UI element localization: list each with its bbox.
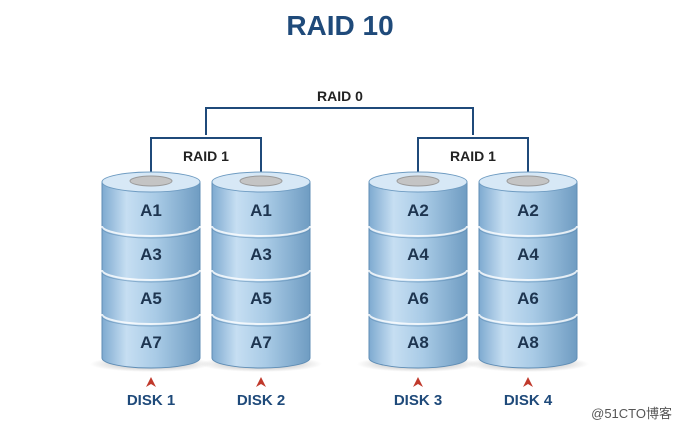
disk-hub — [396, 175, 440, 187]
segment-divider-shade — [368, 227, 468, 239]
disk-body — [478, 181, 578, 369]
block-label: A2 — [517, 201, 539, 220]
raid0-label-bg — [302, 86, 378, 106]
segment-divider — [211, 269, 311, 281]
segment-divider — [368, 313, 468, 325]
segment-divider-shade — [101, 315, 201, 327]
block-label: A5 — [250, 289, 272, 308]
raid1-left-label-bg — [170, 146, 242, 166]
block-label: A1 — [140, 201, 162, 220]
segment-divider — [101, 313, 201, 325]
segment-divider-shade — [211, 271, 311, 283]
block-label: A3 — [140, 245, 162, 264]
disk-hub — [129, 175, 173, 187]
block-label: A4 — [517, 245, 539, 264]
block-label: A1 — [250, 201, 272, 220]
block-label: A6 — [517, 289, 539, 308]
disk-label: DISK 2 — [237, 392, 285, 409]
block-label: A7 — [140, 333, 162, 352]
segment-divider-shade — [211, 315, 311, 327]
block-label: A7 — [250, 333, 272, 352]
disk-marker-arrow — [413, 377, 423, 387]
raid0-label: RAID 0 — [317, 88, 363, 104]
disk-label: DISK 1 — [127, 392, 175, 409]
segment-divider — [478, 313, 578, 325]
segment-divider-shade — [368, 271, 468, 283]
raid1-left-connector — [150, 137, 262, 182]
watermark: @51CTO博客 — [591, 406, 672, 421]
block-label: A8 — [517, 333, 539, 352]
disk-body — [368, 181, 468, 369]
raid1-right-label-bg — [437, 146, 509, 166]
segment-divider-shade — [368, 315, 468, 327]
disk-label: DISK 3 — [394, 392, 442, 409]
segment-divider — [211, 225, 311, 237]
segment-divider-shade — [478, 227, 578, 239]
disk-label: DISK 4 — [504, 392, 553, 409]
block-label: A8 — [407, 333, 429, 352]
disk-body — [101, 181, 201, 369]
segment-divider — [101, 269, 201, 281]
disk-marker-arrow — [523, 377, 533, 387]
segment-divider — [368, 269, 468, 281]
segment-divider-shade — [101, 271, 201, 283]
disk-hub — [239, 175, 283, 187]
segment-divider-shade — [478, 315, 578, 327]
segment-divider — [101, 225, 201, 237]
segment-divider-shade — [211, 227, 311, 239]
raid0-connector — [205, 107, 474, 135]
block-label: A6 — [407, 289, 429, 308]
segment-divider — [478, 269, 578, 281]
raid1-right-connector — [417, 137, 529, 182]
block-label: A5 — [140, 289, 162, 308]
disk-body — [211, 181, 311, 369]
disk-hub — [506, 175, 550, 187]
segment-divider — [478, 225, 578, 237]
block-label: A3 — [250, 245, 272, 264]
raid1-right-label: RAID 1 — [450, 148, 496, 164]
segment-divider — [368, 225, 468, 237]
connectors — [150, 107, 529, 182]
disk-marker-arrow — [146, 377, 156, 387]
segment-divider — [211, 313, 311, 325]
block-label: A4 — [407, 245, 429, 264]
segment-divider-shade — [101, 227, 201, 239]
segment-divider-shade — [478, 271, 578, 283]
diagram-title: RAID 10 — [286, 10, 394, 41]
disk-marker-arrow — [256, 377, 266, 387]
block-label: A2 — [407, 201, 429, 220]
raid1-left-label: RAID 1 — [183, 148, 229, 164]
